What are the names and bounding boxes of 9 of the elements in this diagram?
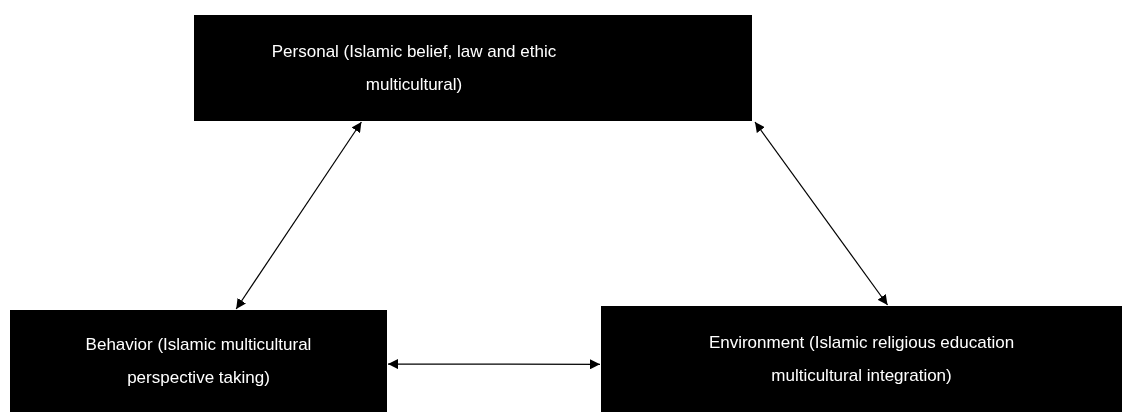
concept-box	[601, 306, 1122, 412]
double-arrow	[387, 359, 601, 370]
box-label: Environment (Islamic religious education multicultural integration)	[707, 332, 1016, 387]
concept-box	[10, 310, 387, 412]
double-arrow	[754, 121, 889, 306]
concept-box	[194, 15, 752, 121]
box-label: Personal (Islamic belief, law and ethic multicultural)	[270, 41, 558, 96]
box-label: Behavior (Islamic multicultural perspective taking)	[84, 334, 313, 389]
double-arrow	[235, 121, 362, 310]
